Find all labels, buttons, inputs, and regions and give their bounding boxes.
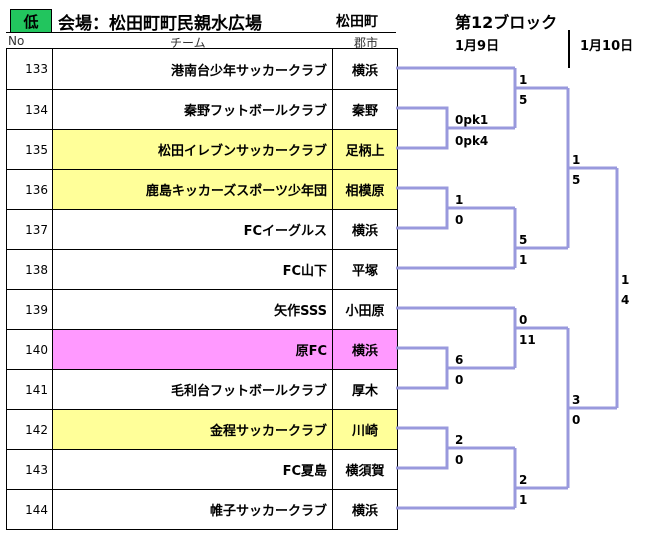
team-city: 平塚 <box>351 264 378 279</box>
team-name: 港南台少年サッカークラブ <box>53 49 333 89</box>
team-city: 横浜 <box>351 63 378 79</box>
score: 11 <box>519 333 536 347</box>
bracket-line <box>396 106 449 150</box>
team-city: 川崎 <box>333 410 397 449</box>
bracket-line <box>396 426 449 470</box>
column-header-city: 郡市 <box>354 36 379 50</box>
score: 0pk4 <box>455 134 489 148</box>
bracket-line <box>396 186 449 230</box>
team-name: FC夏島 <box>53 450 333 489</box>
date-day1: 1月9日 <box>455 39 500 54</box>
score: 0 <box>519 313 528 327</box>
score: 0 <box>455 453 464 467</box>
team-name: 金程サッカークラブ <box>53 410 333 449</box>
team-city: 秦野 <box>351 104 378 119</box>
team-number: 142 <box>7 410 53 449</box>
score: 4 <box>621 293 630 307</box>
bracket-line <box>396 346 449 390</box>
team-number: 136 <box>7 170 53 209</box>
score: 0 <box>455 213 464 227</box>
team-number: 141 <box>7 370 53 409</box>
score: 1 <box>519 73 528 87</box>
team-name: 鹿島キッカーズスポーツ少年団 <box>53 170 333 209</box>
score: 3 <box>572 393 581 407</box>
score: 0pk1 <box>455 113 489 127</box>
score: 0 <box>455 373 464 387</box>
score: 1 <box>621 273 630 287</box>
column-header-no: No <box>8 34 25 48</box>
venue-title: 会場：松田町町民親水広場 <box>58 14 262 34</box>
block-title: 第12ブロック <box>455 13 558 32</box>
team-name: 原FC <box>53 330 333 369</box>
score: 5 <box>519 233 528 247</box>
score: 5 <box>572 173 581 187</box>
team-number: 138 <box>7 250 53 289</box>
town-label: 松田町 <box>336 14 378 30</box>
team-name: 矢作SSS <box>53 290 333 329</box>
team-name: 毛利台フットボールクラブ <box>53 370 333 409</box>
team-name: FCイーグルス <box>53 210 333 249</box>
team-city: 横浜 <box>351 224 378 239</box>
level-badge: 低 <box>10 9 52 33</box>
team-city: 横浜 <box>351 504 378 519</box>
team-number: 134 <box>7 90 53 129</box>
date-separator <box>568 30 570 68</box>
team-city: 厚木 <box>351 384 378 399</box>
score: 1 <box>519 253 528 267</box>
team-name: 秦野フットボールクラブ <box>53 90 333 129</box>
team-number: 137 <box>7 210 53 249</box>
score: 2 <box>519 473 528 487</box>
team-name: 松田イレブンサッカークラブ <box>53 130 333 169</box>
score: 2 <box>455 433 464 447</box>
score: 0 <box>572 413 581 427</box>
team-city: 足柄上 <box>333 130 397 169</box>
date-day2: 1月10日 <box>580 39 634 54</box>
score: 1 <box>455 193 464 207</box>
team-city: 横須賀 <box>345 464 385 479</box>
header-rule <box>6 32 396 33</box>
score: 1 <box>519 493 528 507</box>
team-name: 帷子サッカークラブ <box>53 490 333 529</box>
team-number: 140 <box>7 330 53 369</box>
team-name: FC山下 <box>53 250 333 289</box>
team-number: 139 <box>7 290 53 329</box>
team-city: 小田原 <box>345 304 385 319</box>
score: 5 <box>519 93 528 107</box>
team-number: 144 <box>7 490 53 529</box>
team-city: 相模原 <box>333 170 397 209</box>
column-header-team: チーム <box>170 36 206 50</box>
team-number: 135 <box>7 130 53 169</box>
team-number: 143 <box>7 450 53 489</box>
score: 6 <box>455 353 464 367</box>
score: 1 <box>572 153 581 167</box>
team-number: 133 <box>7 49 53 89</box>
team-city: 横浜 <box>333 330 397 369</box>
